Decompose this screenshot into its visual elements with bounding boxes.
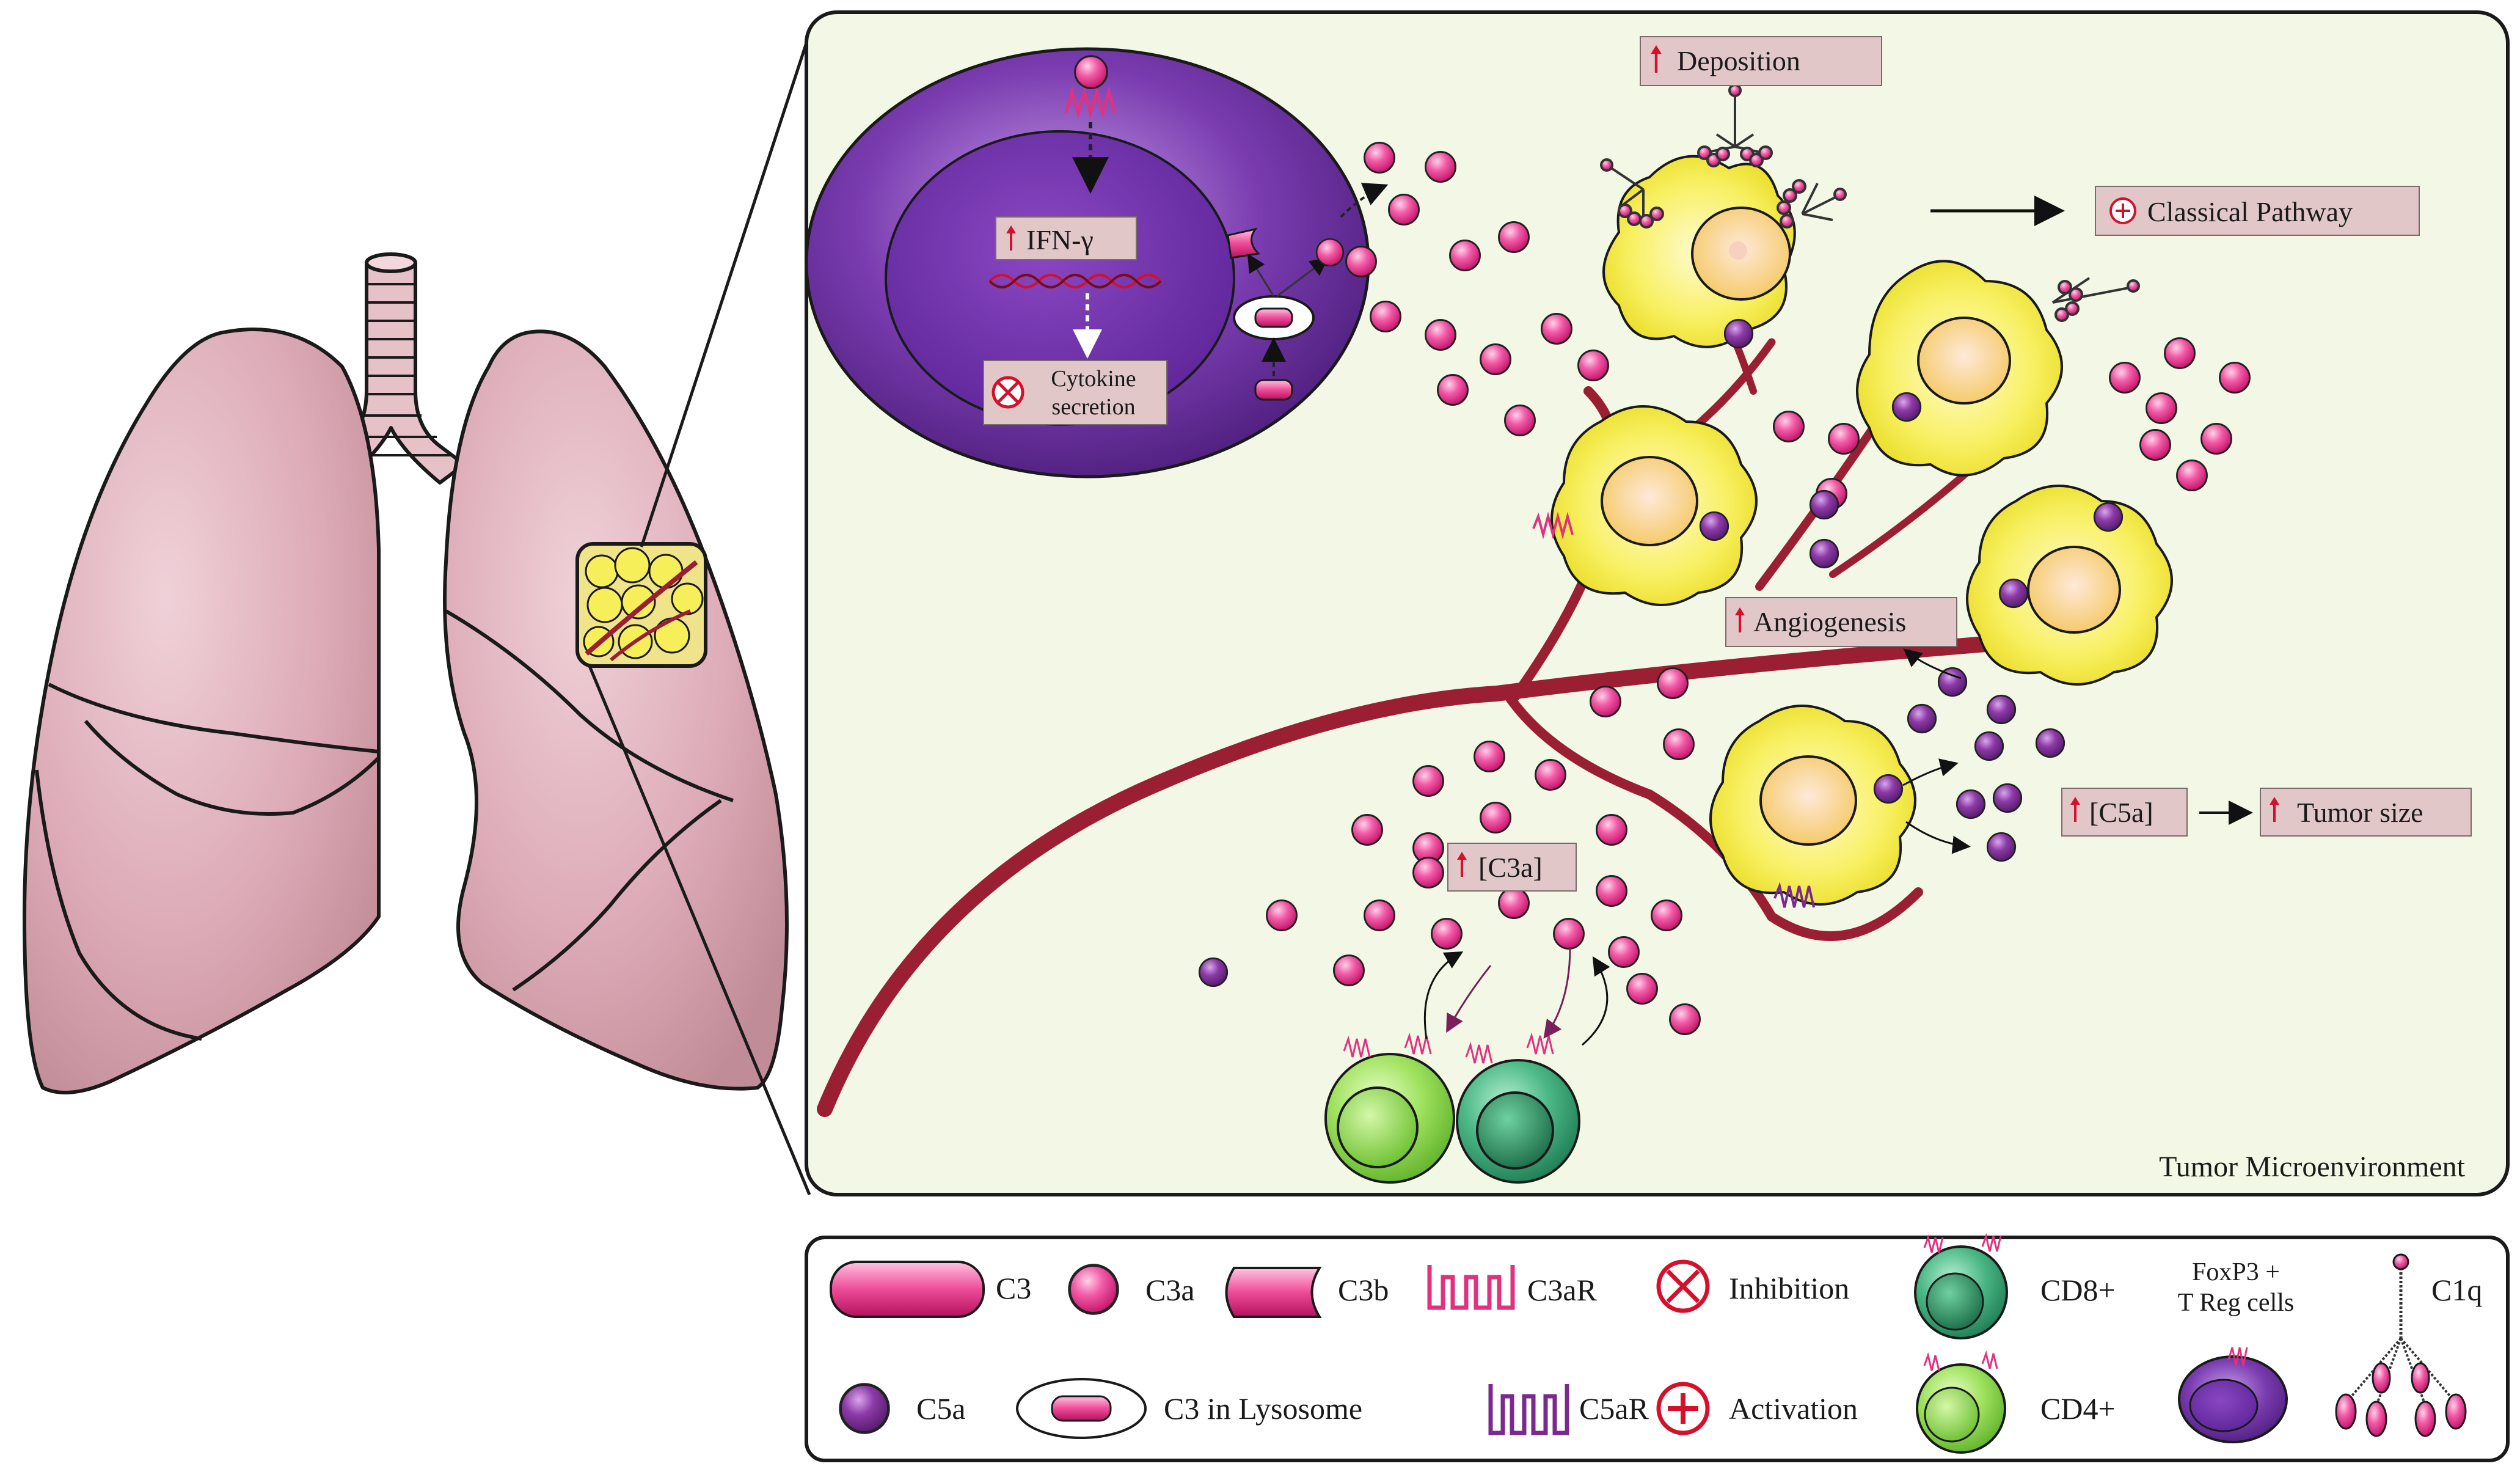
- legend-activation: Activation: [1656, 1382, 1858, 1435]
- c3a-particle: [1315, 238, 1345, 267]
- svg-text:C3a: C3a: [1145, 1273, 1195, 1307]
- ifn-gamma-label: IFN-γ: [995, 216, 1137, 260]
- cytokine-secretion-label: Cytokine secretion: [983, 360, 1167, 425]
- c3-in-lysosome: [1227, 183, 1389, 401]
- treg-cell: IFN-γ Cytokine secretion: [805, 47, 1389, 478]
- tumor-size-label: Tumor size: [2260, 788, 2472, 837]
- c5a-level-label: [C5a]: [2061, 788, 2188, 837]
- legend: C3 C3a C3b C3aR Inhibition CD8+ Fo: [805, 1233, 2510, 1462]
- left-lung: [23, 328, 381, 1094]
- c1q-complex: [2051, 277, 2140, 322]
- lung-tumor-inset: [575, 542, 707, 668]
- svg-text:IFN-γ: IFN-γ: [1026, 224, 1094, 255]
- cd4-t-cell: [1324, 1032, 1455, 1184]
- legend-c5ar: C5aR: [1488, 1384, 1649, 1435]
- classical-pathway-label: Classical Pathway: [2095, 186, 2420, 236]
- svg-text:secretion: secretion: [1051, 394, 1135, 420]
- legend-cd4: CD4+: [1916, 1350, 2116, 1454]
- c1q-complex: [1697, 84, 1773, 167]
- svg-text:CD8+: CD8+: [2040, 1273, 2116, 1307]
- dna-helix: [988, 274, 1162, 288]
- svg-text:C5aR: C5aR: [1579, 1391, 1649, 1426]
- legend-inhibition: Inhibition: [1656, 1259, 1849, 1313]
- svg-text:C3b: C3b: [1338, 1273, 1389, 1307]
- legend-c5a: C5a: [841, 1385, 966, 1433]
- panel-caption: Tumor Microenvironment: [2159, 1151, 2466, 1183]
- c5ar-receptor: [1773, 882, 1815, 908]
- legend-c3a: C3a: [1070, 1266, 1195, 1314]
- receptors: [1532, 511, 1815, 908]
- tumor-arrows: [1902, 648, 1971, 854]
- c3-protein: [1254, 379, 1293, 401]
- c1q-complex: [1777, 179, 1847, 229]
- zoom-lines: [588, 33, 811, 1195]
- legend-c3ar: C3aR: [1427, 1265, 1598, 1310]
- c3a-level-label: [C3a]: [1447, 843, 1577, 892]
- svg-text:CD4+: CD4+: [2040, 1391, 2116, 1426]
- svg-text:C5a: C5a: [916, 1391, 966, 1426]
- svg-text:Deposition: Deposition: [1677, 45, 1800, 76]
- svg-text:C3: C3: [996, 1271, 1031, 1305]
- svg-text:T Reg cells: T Reg cells: [2178, 1289, 2295, 1317]
- legend-c1q: C1q: [2335, 1253, 2482, 1437]
- t-cell-arrows: [1423, 947, 1610, 1046]
- c3ar-receptor: [1532, 511, 1574, 540]
- deposition-label: Deposition: [1640, 36, 1882, 86]
- tumor-cell: [1966, 485, 2173, 686]
- legend-c3-lysosome: C3 in Lysosome: [1016, 1378, 1362, 1439]
- svg-text:[C3a]: [C3a]: [1478, 852, 1543, 883]
- legend-c3: C3: [830, 1261, 1031, 1318]
- svg-text:Cytokine: Cytokine: [1051, 366, 1136, 392]
- c1q-complex: [1600, 158, 1664, 229]
- tumor-cell: [1856, 260, 2063, 477]
- lungs-illustration: [23, 252, 789, 1094]
- cd8-t-cell: [1456, 1032, 1580, 1184]
- c1q-clusters: [1600, 84, 2140, 322]
- c3a-particle: [1074, 55, 1108, 89]
- c3b-fragment: [1227, 227, 1261, 259]
- legend-foxp3-treg: FoxP3 + T Reg cells: [2178, 1258, 2295, 1443]
- tumor-cells: [1550, 155, 2173, 906]
- legend-cd8: CD8+: [1914, 1233, 2116, 1339]
- svg-text:C3aR: C3aR: [1527, 1273, 1598, 1307]
- legend-c3b: C3b: [1225, 1267, 1389, 1318]
- svg-text:Tumor size: Tumor size: [2297, 797, 2423, 828]
- svg-text:[C5a]: [C5a]: [2089, 797, 2153, 828]
- tumor-cell: [1550, 405, 1758, 606]
- c3ar-receptor: [1064, 86, 1117, 119]
- t-cells: [1324, 1032, 1580, 1184]
- svg-text:Activation: Activation: [1729, 1391, 1858, 1426]
- svg-text:C1q: C1q: [2431, 1273, 2482, 1307]
- svg-text:C3 in Lysosome: C3 in Lysosome: [1164, 1391, 1362, 1426]
- angiogenesis-label: Angiogenesis: [1725, 597, 1957, 647]
- right-lung: [443, 329, 789, 1091]
- tumor-cell: [1709, 705, 1916, 906]
- svg-text:Inhibition: Inhibition: [1729, 1271, 1849, 1305]
- svg-text:FoxP3 +: FoxP3 +: [2192, 1258, 2280, 1286]
- svg-text:Classical Pathway: Classical Pathway: [2147, 196, 2353, 227]
- svg-text:Angiogenesis: Angiogenesis: [1753, 606, 1906, 637]
- tumor-cell: [1602, 155, 1796, 348]
